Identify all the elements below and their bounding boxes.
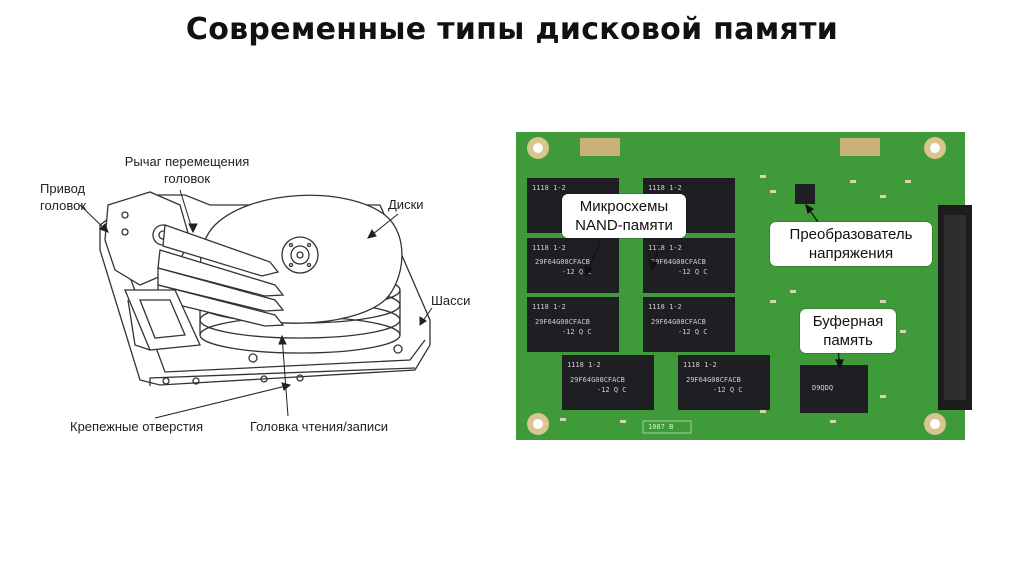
nand-chip	[643, 297, 735, 352]
converter-callout: Преобразователь напряжения	[770, 222, 932, 266]
nand-chip	[527, 238, 619, 293]
head-label: Головка чтения/записи	[250, 419, 388, 434]
drive-label: Привод головок	[40, 181, 87, 213]
buffer-chip	[800, 365, 868, 413]
nand-chip	[678, 355, 770, 410]
nand-chip	[562, 355, 654, 410]
mount-hole	[260, 375, 268, 383]
nand-callout: Микросхемы NAND-памяти	[562, 194, 686, 238]
hdd-arm	[157, 267, 285, 312]
disks-label: Диски	[388, 197, 424, 212]
voltage-converter-chip	[795, 184, 815, 204]
mount-hole	[296, 374, 304, 382]
buffer-callout: Буферная память	[800, 309, 896, 353]
lever-label: Рычаг перемещения головок	[124, 154, 250, 186]
hdd-arm	[157, 249, 285, 297]
mount-hole	[192, 377, 200, 385]
hdd-chassis	[99, 194, 431, 386]
nand-chip	[527, 297, 619, 352]
mount-hole	[162, 377, 170, 385]
mount-holes-label: Крепежные отверстия	[70, 419, 204, 434]
hdd-arm	[162, 224, 280, 277]
chassis-label: Шасси	[431, 293, 471, 308]
slide-title: Современные типы дисковой памяти	[185, 12, 839, 47]
